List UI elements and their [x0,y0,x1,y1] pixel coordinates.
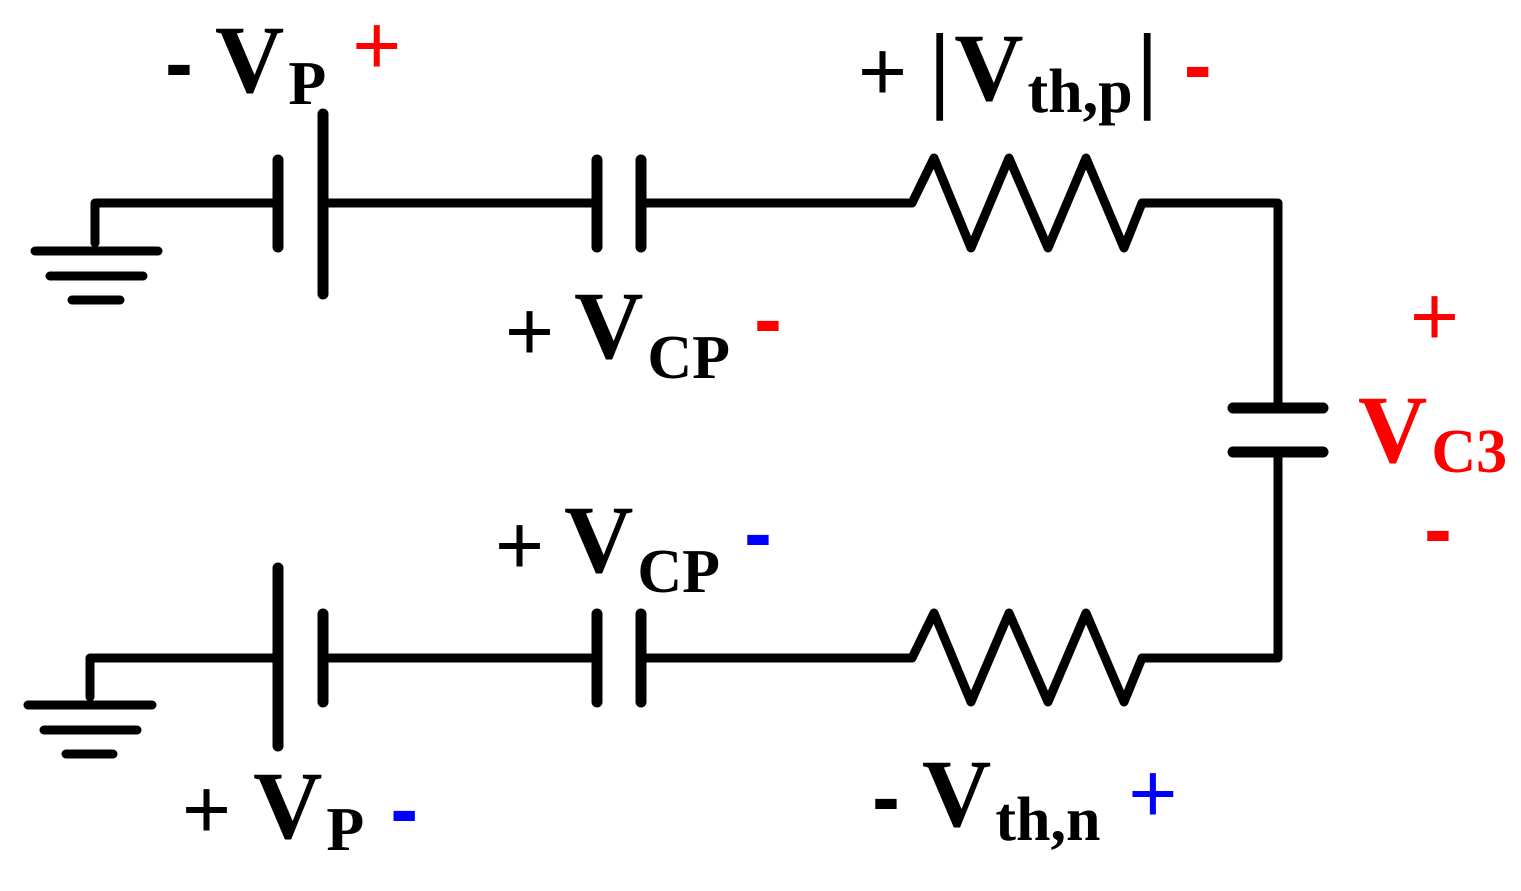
bottom-wire-4 [1137,447,1283,663]
bottom-capacitor [591,608,647,708]
bottom-source-label: + V P - [182,752,418,864]
bottom-resistor [907,608,1147,707]
bottom-resistor-label: - V th,n + [872,740,1177,854]
top-dc-source [272,108,329,300]
c3-plus-sign: + [1410,269,1459,363]
top-source-label: - V P + [165,0,401,118]
top-capacitor [591,154,647,253]
top-branch [30,108,1283,413]
top-resistor-label: + | V th,p | - [858,14,1212,126]
bottom-branch [23,447,1283,759]
bottom-dc-source [272,562,329,752]
top-wire-4 [1137,198,1283,413]
bottom-capacitor-label: + V CP - [495,486,772,606]
right-capacitor-c3 [1227,402,1329,458]
top-ground-symbol [30,198,190,305]
c3-label: V C3 [1358,376,1507,486]
bottom-ground-symbol [23,653,185,759]
c3-minus-sign: - [1424,482,1452,576]
top-resistor [907,153,1147,253]
top-capacitor-label: + V CP - [505,272,782,392]
